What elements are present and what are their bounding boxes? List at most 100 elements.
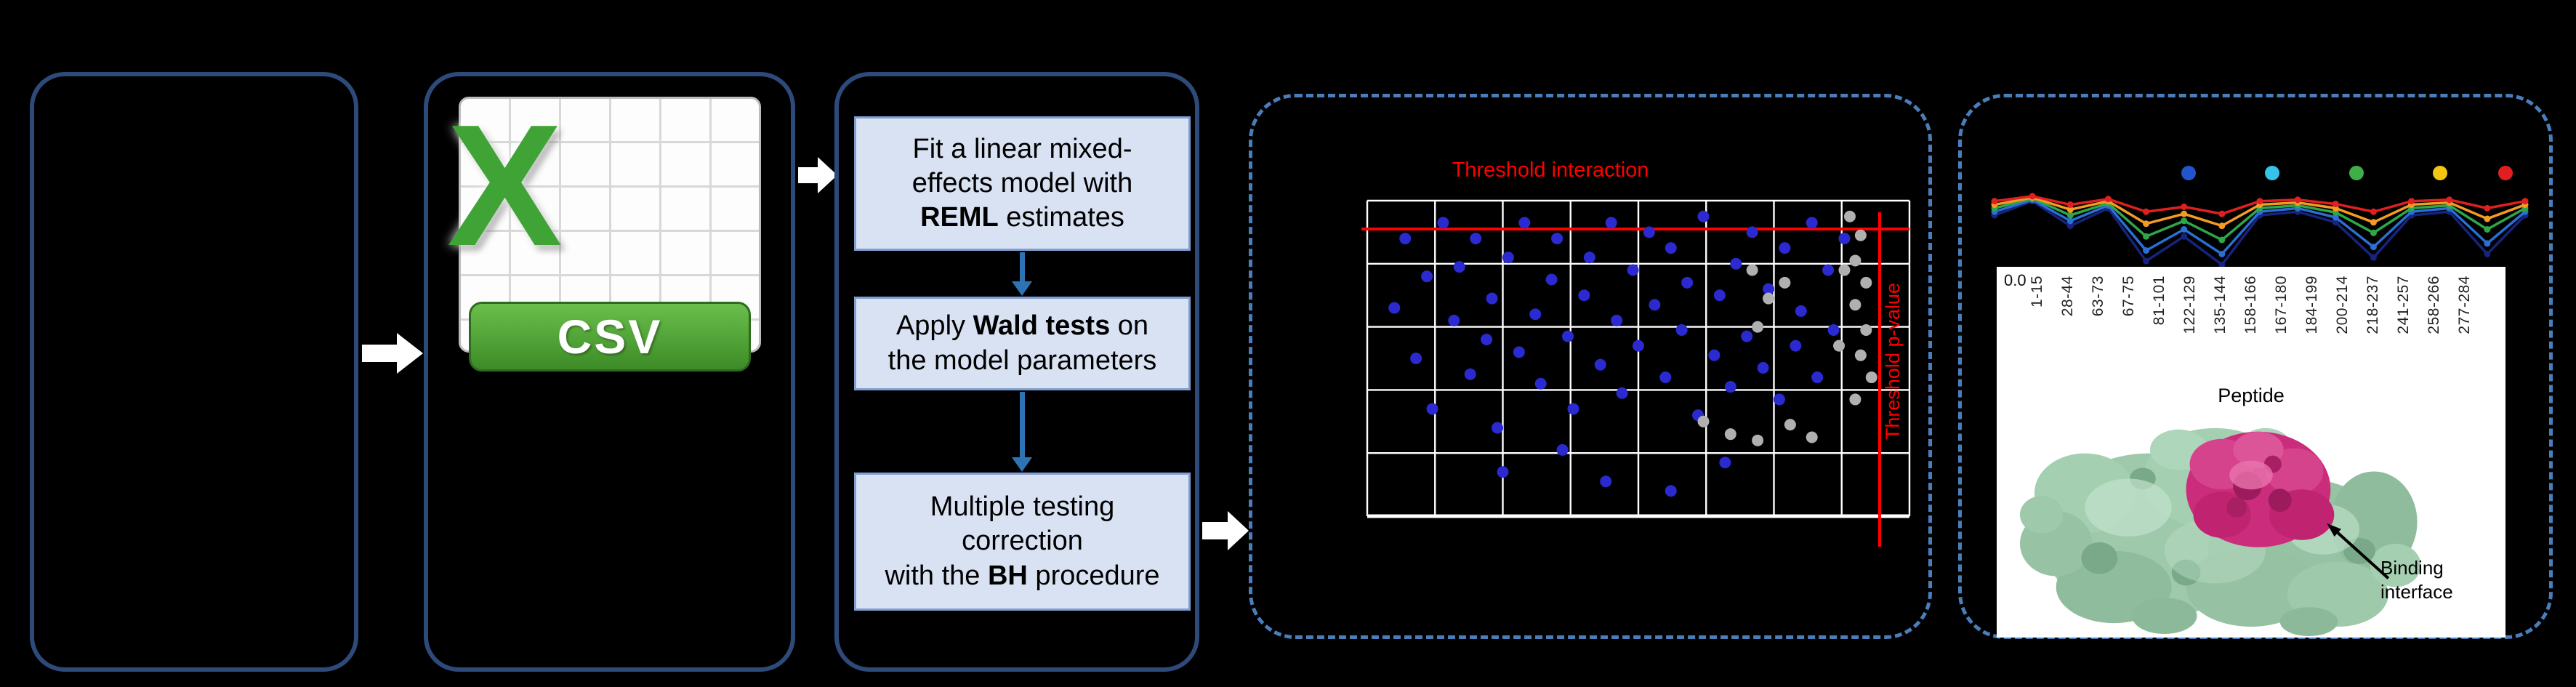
scatter-point-non-significant-peptides [1854, 229, 1867, 241]
scatter-point-significant-peptides [1795, 305, 1807, 317]
volcano-scatter-plot [1361, 199, 1911, 547]
profile-marker-blue [2066, 217, 2074, 225]
profile-marker-blue [2143, 247, 2150, 254]
arrow-stem [1019, 392, 1025, 457]
uptake-profile-chart [1991, 166, 2529, 268]
profile-marker-blue [2484, 240, 2491, 247]
legend-dot [2433, 166, 2447, 180]
scatter-point-significant-peptides [1633, 340, 1644, 352]
scatter-point-significant-peptides [1497, 466, 1509, 478]
annotation-arrow-icon [2327, 523, 2390, 579]
scatter-point-non-significant-peptides [1752, 434, 1764, 446]
flow-step-text: Apply Wald tests on the model parameters [877, 309, 1168, 377]
scatter-point-significant-peptides [1545, 273, 1558, 286]
profile-marker-red [2370, 208, 2377, 215]
scatter-point-significant-peptides [1529, 308, 1542, 321]
scatter-point-non-significant-peptides [1763, 292, 1775, 305]
pipeline-arrow-2-icon [798, 157, 837, 193]
legend-dot [2181, 166, 2196, 180]
scatter-point-non-significant-peptides [1849, 254, 1861, 267]
profile-marker-orange [2484, 215, 2491, 222]
step-text-bold: BH [987, 560, 1028, 591]
profile-marker-red [2446, 196, 2453, 204]
scatter-point-non-significant-peptides [1854, 349, 1867, 361]
step-text-post: procedure [1027, 560, 1160, 591]
profile-marker-red [1991, 198, 1998, 205]
step-text-pre: Fit a linear mixed-effects model with [911, 133, 1133, 198]
scatter-point-significant-peptides [1675, 324, 1688, 336]
scatter-point-significant-peptides [1611, 314, 1623, 326]
legend-dot [2265, 166, 2279, 180]
flow-step-text: Fit a linear mixed-effects model with RE… [877, 132, 1168, 235]
csv-banner-label: CSV [469, 302, 751, 371]
y-axis-tick-label: 0.0 [2004, 271, 2026, 289]
flow-down-arrow-icon [1003, 392, 1041, 472]
profile-marker-navy [2181, 233, 2188, 240]
scatter-point-significant-peptides [1643, 226, 1655, 238]
pipeline-arrow-1-icon [362, 333, 423, 374]
step-text-bold: Wald tests [973, 310, 1111, 342]
profile-marker-blue [2218, 250, 2226, 257]
profile-marker-green [2218, 236, 2226, 244]
scatter-point-significant-peptides [1437, 217, 1449, 229]
profile-marker-orange [2370, 219, 2377, 226]
scatter-point-significant-peptides [1421, 270, 1433, 283]
scatter-point-significant-peptides [1697, 210, 1710, 222]
profile-marker-orange [2143, 220, 2150, 228]
scatter-point-significant-peptides [1659, 371, 1672, 384]
scatter-point-significant-peptides [1708, 349, 1720, 361]
scatter-point-significant-peptides [1724, 381, 1736, 393]
peptide-tick-label: 200-214 [2334, 276, 2351, 334]
legend-dot [2349, 166, 2364, 180]
flow-step-wald-tests: Apply Wald tests on the model parameters [854, 297, 1191, 390]
scatter-point-significant-peptides [1790, 340, 1802, 352]
scatter-point-significant-peptides [1562, 330, 1574, 342]
profile-marker-blue [2332, 214, 2339, 221]
scatter-point-significant-peptides [1399, 233, 1412, 245]
peptide-tick-label: 28-44 [2059, 276, 2076, 317]
step-text-bold: REML [920, 202, 999, 233]
scatter-point-significant-peptides [1470, 233, 1482, 245]
scatter-point-significant-peptides [1719, 457, 1731, 469]
scatter-point-significant-peptides [1811, 371, 1824, 384]
profile-marker-navy [2066, 222, 2074, 230]
profile-marker-red [2408, 198, 2415, 205]
scatter-point-significant-peptides [1681, 276, 1694, 289]
scatter-point-non-significant-peptides [1724, 428, 1736, 441]
scatter-point-significant-peptides [1649, 299, 1661, 311]
scatter-point-significant-peptides [1757, 362, 1769, 374]
peptide-tick-label: 1-15 [2029, 276, 2045, 308]
scatter-point-significant-peptides [1605, 217, 1617, 229]
scatter-point-significant-peptides [1713, 289, 1726, 302]
peptide-tick-label: 158-166 [2242, 276, 2259, 334]
peptide-tick-label: 135-144 [2212, 276, 2229, 334]
peptide-tick-label: 167-180 [2273, 276, 2290, 334]
scatter-point-significant-peptides [1426, 403, 1438, 415]
profile-marker-blue [2181, 226, 2188, 233]
profile-marker-orange [2181, 210, 2188, 217]
binding-interface-label: Binding interface [2380, 557, 2453, 603]
profile-marker-red [2029, 193, 2036, 200]
step-text-pre: Apply [895, 310, 973, 342]
threshold-interaction-label: Threshold interaction [1452, 158, 1649, 182]
scatter-point-non-significant-peptides [1697, 415, 1710, 427]
binding-interface-region [2186, 431, 2335, 547]
peptide-tick-label: 218-237 [2364, 276, 2381, 334]
scatter-point-significant-peptides [1741, 330, 1753, 342]
scatter-point-non-significant-peptides [1849, 299, 1861, 311]
csv-file-icon: X CSV [447, 89, 770, 387]
scatter-point-non-significant-peptides [1865, 371, 1877, 384]
scatter-point-significant-peptides [1448, 314, 1460, 326]
profile-marker-red [2143, 208, 2150, 215]
peptide-tick-label: 258-266 [2426, 276, 2442, 334]
scatter-point-significant-peptides [1665, 485, 1677, 497]
profile-marker-red [2256, 198, 2263, 205]
scatter-point-non-significant-peptides [1860, 276, 1872, 289]
scatter-point-non-significant-peptides [1806, 431, 1818, 443]
flow-step-reml-model: Fit a linear mixed-effects model with RE… [854, 116, 1191, 251]
scatter-point-non-significant-peptides [1860, 324, 1872, 336]
profile-marker-green [2484, 226, 2491, 233]
statistical-pipeline-panel: Fit a linear mixed-effects model with RE… [834, 72, 1199, 672]
